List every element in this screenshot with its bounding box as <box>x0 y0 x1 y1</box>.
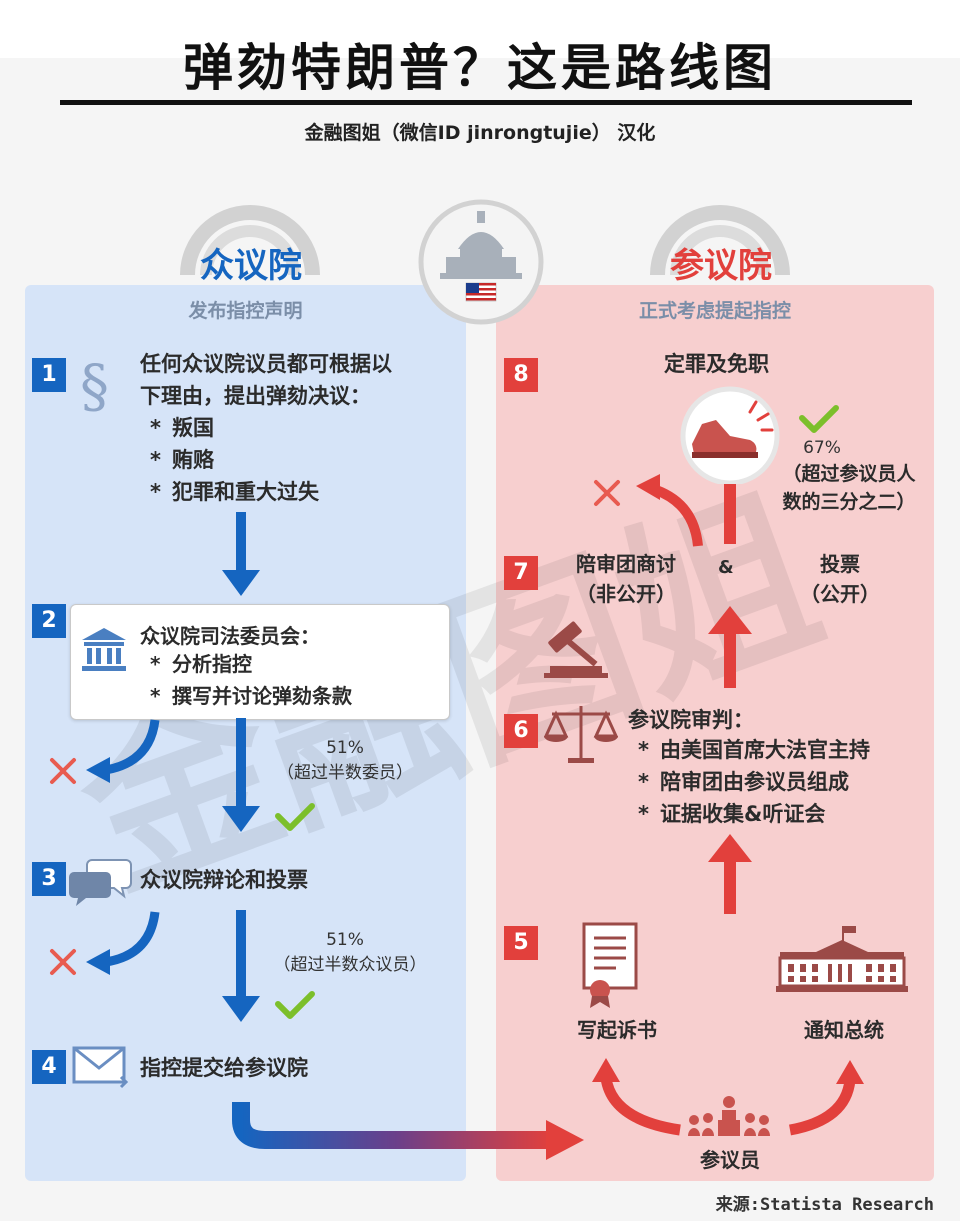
page-title: 弹劾特朗普？这是路线图 <box>183 39 777 97</box>
house-subtitle: 发布指控声明 <box>188 300 303 322</box>
step-8-title: 定罪及免职 <box>664 352 769 376</box>
indictment-document-icon <box>582 922 638 1008</box>
step-7-badge: 7 <box>504 556 538 590</box>
step-6-title: 参议院审判： <box>628 708 754 732</box>
curve-arrow-notify <box>788 1079 856 1136</box>
title-underline <box>60 100 912 105</box>
senate-name: 参议院 <box>670 246 772 286</box>
step-1-text-line1: 任何众议院议员都可根据以 <box>140 352 392 376</box>
step-4-badge: 4 <box>32 1050 66 1084</box>
speech-bubbles-icon <box>69 859 132 906</box>
ground-item: 贿赂 <box>150 444 319 476</box>
step-5-indictment-label: 写起诉书 <box>577 1018 657 1042</box>
step-8-threshold-pct: 67% <box>803 438 841 458</box>
step-7-deliberation-note: （非公开） <box>576 582 676 606</box>
step-2-badge: 2 <box>32 604 66 638</box>
gavel-icon <box>544 621 608 678</box>
envelope-icon <box>72 1046 129 1089</box>
step-8-threshold-line2: 数的三分之二） <box>782 491 916 513</box>
step-5-badge: 5 <box>504 926 538 960</box>
reject-arrow-3 <box>105 911 160 967</box>
cross-icon <box>50 480 620 975</box>
step-3-text: 众议院辩论和投票 <box>140 868 308 892</box>
step-7-vote-note: （公开） <box>800 582 880 606</box>
step-2-threshold-pct: 51% <box>326 738 364 758</box>
step-2-threshold-desc: （超过半数委员） <box>277 763 413 783</box>
arrow-down-1-2 <box>222 512 260 596</box>
arrow-down-2-3 <box>222 718 260 832</box>
trial-item: 由美国首席大法官主持 <box>638 734 870 766</box>
reject-arrow-2 <box>105 719 160 775</box>
step-7-ampersand: & <box>718 557 734 578</box>
arrow-down-3-4 <box>222 910 260 1022</box>
check-icon <box>275 405 839 1019</box>
step-2-title: 众议院司法委员会： <box>140 624 320 648</box>
transfer-arrow <box>232 1102 552 1149</box>
step-6-trial-list: 由美国首席大法官主持 陪审团由参议员组成 证据收集&听证会 <box>638 734 870 830</box>
step-2-tasks-list: 分析指控 撰写并讨论弹劾条款 <box>150 648 352 712</box>
senate-subtitle: 正式考虑提起指控 <box>638 300 791 322</box>
step-7-vote: 投票 <box>820 552 860 576</box>
trial-item: 陪审团由参议员组成 <box>638 766 870 798</box>
section-sign-icon: § <box>80 352 109 420</box>
ground-item: 犯罪和重大过失 <box>150 476 319 508</box>
house-name: 众议院 <box>200 246 302 286</box>
step-4-text: 指控提交给参议院 <box>140 1056 308 1080</box>
ground-item: 叛国 <box>150 412 319 444</box>
kick-out-shoe-icon <box>680 386 780 484</box>
step-3-badge: 3 <box>32 862 66 896</box>
step-6-badge: 6 <box>504 714 538 748</box>
step-5-notify-label: 通知总统 <box>804 1018 884 1042</box>
senators-icon <box>688 1096 770 1136</box>
step-1-text-line2: 下理由，提出弹劾决议： <box>140 384 371 408</box>
step-3-threshold-desc: （超过半数众议员） <box>273 955 427 975</box>
senate-seats-icon <box>650 205 790 275</box>
trial-item: 证据收集&听证会 <box>638 798 870 830</box>
step-8-badge: 8 <box>504 358 538 392</box>
courthouse-icon <box>82 628 126 671</box>
source-note: 来源:Statista Research <box>715 1195 934 1215</box>
step-1-badge: 1 <box>32 358 66 392</box>
scales-of-justice-icon <box>544 706 618 763</box>
step-7-deliberation: 陪审团商讨 <box>576 552 676 576</box>
white-house-icon <box>776 926 908 992</box>
step-8-threshold-line1: （超过参议员人 <box>782 463 916 485</box>
house-seats-icon <box>180 205 320 275</box>
step-5-senators-label: 参议员 <box>700 1148 760 1172</box>
capitol-icon <box>418 199 544 325</box>
step-1-grounds-list: 叛国 贿赂 犯罪和重大过失 <box>150 412 319 508</box>
step-3-threshold-pct: 51% <box>326 930 364 950</box>
task-item: 分析指控 <box>150 648 352 680</box>
task-item: 撰写并讨论弹劾条款 <box>150 680 352 712</box>
curve-arrow-indictment <box>600 1076 681 1136</box>
reject-arrow-7 <box>654 485 703 547</box>
translation-credit: 金融图姐（微信ID jinrongtujie） 汉化 <box>304 122 656 144</box>
